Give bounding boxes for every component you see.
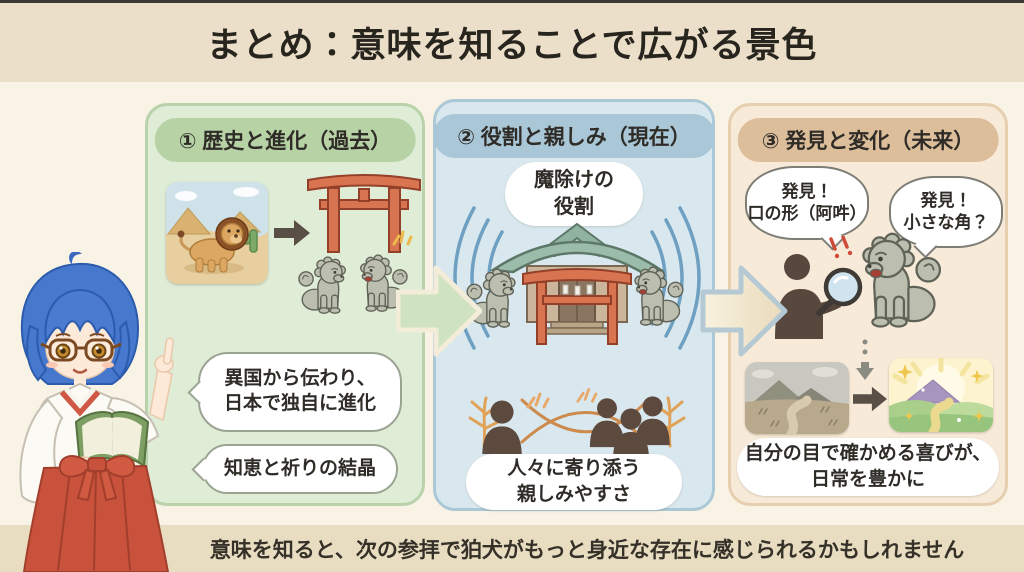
future-bottom-line2: 日常を豊かに — [810, 469, 925, 490]
lion-desert-illustration — [166, 182, 268, 284]
discovery-marks-icon — [829, 236, 853, 259]
role-pill: 魔除けの役割 — [505, 162, 643, 226]
title-banner: まとめ：意味を知ることで広がる景色 — [0, 0, 1024, 82]
future-bottom-pill: 自分の目で確かめる喜びが、 日常を豊かに — [737, 438, 999, 496]
bubble-mouth-line1: 発見！ — [781, 181, 833, 201]
magnifying-glass-icon — [816, 267, 863, 316]
bubble-horn-line2: 小さな角？ — [903, 213, 989, 232]
footer-message: 意味を知ると、次の参拝で狛犬がもっと身近な存在に感じられるかもしれません — [209, 538, 965, 562]
book-icon — [74, 411, 150, 468]
present-bottom-line1: 人々に寄り添う — [507, 458, 641, 480]
bubble-origin: 異国から伝わり、 日本で独自に進化 — [187, 352, 402, 432]
torii-gate-icon — [307, 174, 421, 253]
sparkle-icon — [392, 230, 413, 246]
role-pill-text: 魔除けの役割 — [534, 169, 614, 218]
panel-history-past: ① 歴史と進化（過去） — [145, 103, 425, 506]
transform-arrow-icon — [853, 386, 887, 412]
panel-present-header: ② 役割と親しみ（現在） — [433, 114, 715, 158]
dotted-down-arrow-icon — [856, 339, 874, 380]
komainu-open-icon — [849, 232, 949, 332]
komainu-closed-icon — [294, 256, 354, 316]
emphasis-dashes-icon — [526, 392, 550, 409]
bubble-horn-discovery: 発見！ 小さな角？ — [889, 176, 1003, 259]
emphasis-dashes-icon — [576, 388, 598, 403]
people-group-icon — [589, 396, 670, 454]
bubble-origin-line1: 異国から伝わり、 — [224, 368, 376, 390]
miko-character-illustration — [19, 252, 175, 572]
future-bottom-line1: 自分の目で確かめる喜びが、 — [744, 443, 992, 465]
panel-past-header: ① 歴史と進化（過去） — [154, 118, 416, 162]
bubble-mouth-discovery: 発見！ 口の形（阿吽） — [745, 166, 869, 251]
dull-landscape-illustration — [745, 362, 849, 434]
footer-banner: 意味を知ると、次の参拝で狛犬がもっと身近な存在に感じられるかもしれません — [0, 525, 1024, 572]
bubble-mouth-line2: 口の形（阿吽） — [747, 204, 867, 223]
glasses-icon — [40, 338, 122, 362]
page-title: まとめ：意味を知ることで広がる景色 — [206, 26, 818, 65]
flow-arrow-present-future-icon — [700, 265, 788, 357]
panel-discovery-future: ③ 発見と変化（未来） 発見！ 口の形（阿吽） 発見！ 小さな角？ — [728, 103, 1008, 506]
evolution-arrow-icon — [274, 220, 310, 246]
flow-arrow-past-present-icon — [396, 265, 482, 357]
present-bottom-pill: 人々に寄り添う 親しみやすさ — [466, 454, 682, 510]
shrine-icon — [489, 222, 665, 345]
bubble-wisdom: 知恵と祈りの結晶 — [191, 444, 398, 494]
bubble-origin-line2: 日本で独自に進化 — [223, 393, 376, 414]
bubble-wisdom-text: 知恵と祈りの結晶 — [223, 457, 376, 479]
observer-silhouette-icon — [775, 254, 863, 339]
panel-future-header: ③ 発見と変化（未来） — [737, 118, 999, 162]
bubble-horn-line1: 発見！ — [920, 190, 972, 210]
komainu-open-icon — [626, 266, 688, 328]
person-icon — [482, 400, 522, 454]
present-bottom-line2: 親しみやすさ — [516, 484, 631, 505]
bright-landscape-illustration — [889, 358, 993, 432]
